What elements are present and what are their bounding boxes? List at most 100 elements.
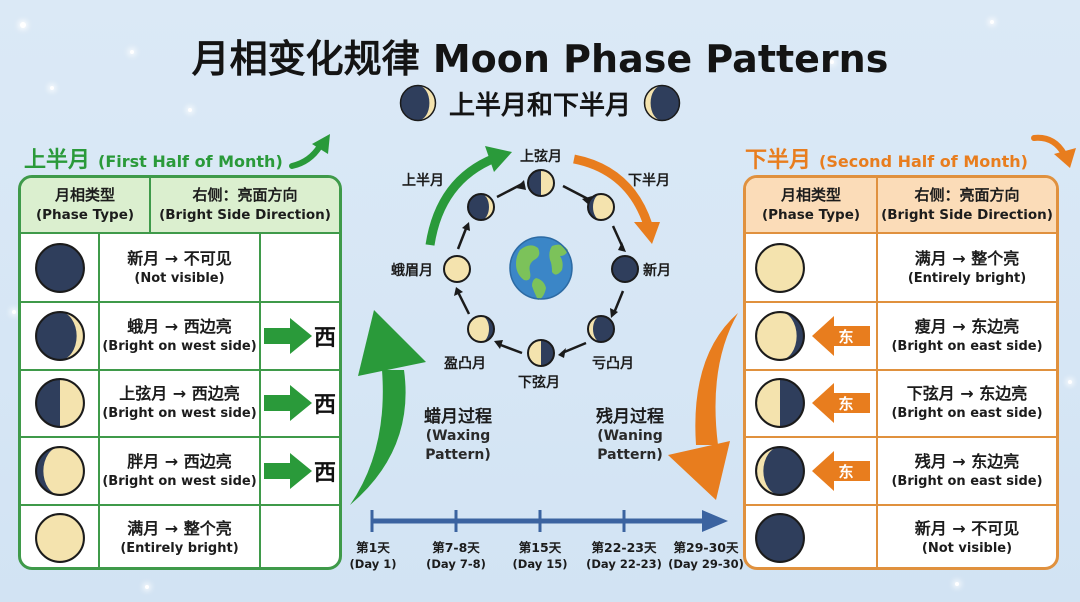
header-cn: 月相类型	[780, 186, 841, 204]
waxing-en: Pattern)	[425, 447, 491, 463]
star-decoration	[50, 86, 54, 90]
phase-desc: (Bright on east side)	[891, 473, 1043, 489]
direction-cell: 西	[259, 438, 339, 504]
phase-name: 下弦月 → 东边亮	[906, 384, 1028, 404]
timeline-tick-label: 第29-30天 (Day 29-30)	[668, 539, 744, 573]
cycle-moon-crescent-nw	[467, 193, 495, 221]
moon-cell	[21, 303, 98, 368]
new-moon-icon	[34, 242, 85, 293]
first-half-table: 月相类型 (Phase Type) 右侧：亮面方向 (Bright Side D…	[18, 175, 342, 570]
tick-cn: 第7-8天	[432, 540, 480, 555]
new-moon-icon	[755, 513, 805, 564]
label-new-moon: 新月	[643, 263, 671, 279]
moon-cell: 东	[746, 303, 876, 368]
table-header: 月相类型 (Phase Type) 右侧：亮面方向 (Bright Side D…	[746, 178, 1056, 234]
earth-icon	[509, 236, 573, 300]
description-cell: 蛾月 → 西边亮 (Bright on west side)	[98, 303, 259, 369]
phase-name: 蛾月 → 西边亮	[127, 317, 232, 337]
waxing-en: (Waxing	[425, 428, 491, 444]
cycle-moon-full	[443, 255, 471, 283]
table-row: 胖月 → 西边亮 (Bright on west side) 西	[21, 436, 339, 504]
first-quarter-moon-icon	[34, 378, 85, 429]
table-row: 满月 → 整个亮 (Entirely bright)	[21, 503, 339, 567]
table-row: 新月 → 不可见 (Not visible)	[746, 503, 1056, 567]
description-cell: 满月 → 整个亮 (Entirely bright)	[98, 505, 259, 567]
phase-desc: (Entirely bright)	[120, 541, 239, 557]
moon-cell	[21, 234, 98, 301]
orange-down-arrow-icon	[1031, 134, 1076, 168]
phase-desc: (Bright on east side)	[891, 406, 1043, 422]
table-row: 东 残月 → 东边亮 (Bright on east side)	[746, 436, 1056, 504]
tick-cn: 第29-30天	[673, 540, 739, 555]
star-decoration	[20, 22, 26, 28]
cycle-moon-first-quarter	[527, 169, 555, 197]
cycle-moon-gibbous-sw	[467, 315, 495, 343]
phase-name: 上弦月 → 西边亮	[119, 384, 240, 404]
description-cell: 新月 → 不可见 (Not visible)	[876, 505, 1056, 567]
header-cn: 右侧：亮面方向	[914, 186, 1020, 204]
label-second-half-arc: 下半月	[628, 173, 670, 189]
orange-left-arrow-icon: 东	[812, 450, 870, 491]
phase-name: 新月 → 不可见	[914, 519, 1020, 539]
phase-desc: (Bright on east side)	[891, 339, 1043, 355]
timeline-tick-label: 第1天 (Day 1)	[350, 539, 397, 573]
header-en: (Bright Side Direction)	[159, 207, 331, 223]
phase-name: 胖月 → 西边亮	[127, 451, 232, 471]
phase-name: 新月 → 不可见	[127, 248, 232, 268]
subtitle-row: 上半月和下半月	[0, 84, 1080, 122]
cycle-moon-new	[611, 255, 639, 283]
east-label: 东	[838, 463, 853, 481]
table-row: 蛾月 → 西边亮 (Bright on west side) 西	[21, 301, 339, 369]
tick-en: (Day 7-8)	[426, 557, 486, 571]
waning-cn: 残月过程	[596, 407, 664, 427]
waning-gibbous-moon-icon	[755, 311, 805, 362]
phase-desc: (Bright on west side)	[102, 339, 257, 355]
phase-desc: (Bright on west side)	[102, 473, 257, 489]
direction-cell	[259, 234, 339, 302]
header-cn: 月相类型	[54, 186, 115, 204]
phase-name: 满月 → 整个亮	[914, 248, 1020, 268]
second-half-heading-cn: 下半月	[745, 148, 812, 173]
east-label: 东	[838, 328, 853, 346]
table-header: 月相类型 (Phase Type) 右侧：亮面方向 (Bright Side D…	[21, 178, 339, 234]
label-first-quarter: 上弦月	[520, 149, 562, 165]
cycle-moon-waning-se	[587, 315, 615, 343]
label-third-quarter: 下弦月	[518, 375, 560, 391]
label-waning-gibbous: 亏凸月	[592, 356, 634, 372]
description-cell: 残月 → 东边亮 (Bright on east side)	[876, 438, 1056, 504]
waxing-crescent-moon-icon	[399, 84, 437, 122]
waxing-gibbous-moon-icon	[34, 445, 85, 496]
cycle-moon-third-quarter	[527, 339, 555, 367]
waxing-crescent-moon-icon	[34, 311, 85, 362]
column-header-bright-side: 右侧：亮面方向 (Bright Side Direction)	[876, 178, 1056, 232]
waxing-cn: 蜡月过程	[424, 407, 492, 427]
green-up-arrow-icon	[289, 134, 330, 169]
green-right-arrow-icon	[263, 452, 312, 489]
full-moon-icon	[34, 513, 85, 564]
timeline-tick-label: 第22-23天 (Day 22-23)	[586, 539, 662, 573]
star-decoration	[12, 310, 16, 314]
phase-desc: (Bright on west side)	[102, 406, 257, 422]
timeline-tick-label: 第7-8天 (Day 7-8)	[426, 539, 486, 573]
header-cn: 右侧：亮面方向	[192, 186, 298, 204]
star-decoration	[990, 20, 994, 24]
direction-cell	[259, 505, 339, 567]
header-en: (Bright Side Direction)	[881, 207, 1053, 223]
direction-label: 西	[313, 460, 336, 486]
tick-en: (Day 15)	[512, 557, 568, 571]
waning-crescent-moon-icon	[643, 84, 681, 122]
moon-cell: 东	[746, 438, 876, 503]
orange-left-arrow-icon: 东	[812, 383, 870, 424]
moon-cell	[746, 234, 876, 301]
green-arc-arrowhead	[485, 146, 512, 172]
full-moon-icon	[755, 242, 805, 293]
third-quarter-moon-icon	[755, 378, 805, 429]
moon-cell: 东	[746, 371, 876, 436]
green-right-arrow-icon	[263, 318, 312, 355]
description-cell: 满月 → 整个亮 (Entirely bright)	[876, 234, 1056, 302]
tick-cn: 第15天	[518, 540, 562, 555]
tick-en: (Day 1)	[349, 557, 397, 571]
second-half-heading-en: (Second Half of Month)	[819, 152, 1028, 171]
waning-en: Pattern)	[597, 447, 663, 463]
orange-arc-arrowhead	[634, 222, 660, 244]
